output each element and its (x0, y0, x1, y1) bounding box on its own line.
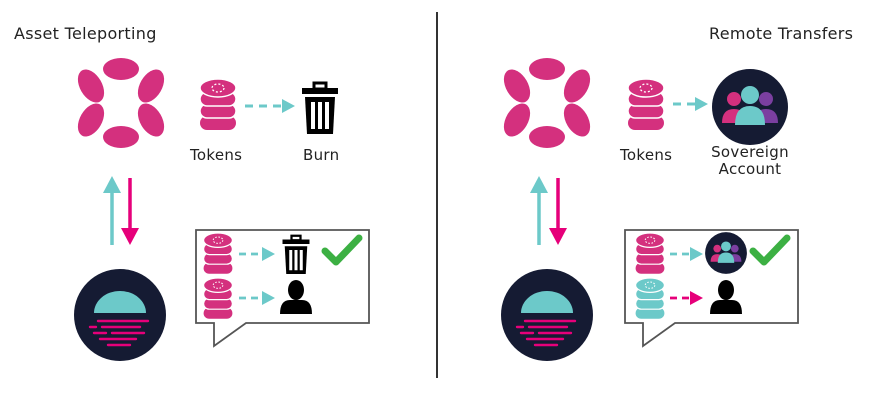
token-stack-icon (627, 78, 665, 131)
speech-bubble (195, 229, 370, 348)
trash-can-icon (281, 234, 311, 276)
parachain-logo-icon (72, 267, 168, 363)
token-stack-icon (634, 277, 666, 320)
burn-label: Burn (303, 146, 340, 164)
tokens-label: Tokens (190, 146, 243, 164)
down-arrow (121, 178, 139, 245)
down-arrow (549, 178, 567, 245)
dashed-arrow (670, 291, 703, 305)
left-panel-title: Asset Teleporting (14, 24, 157, 43)
right-panel-title: Remote Transfers (709, 24, 854, 43)
sovereign-label-line1: Sovereign (711, 143, 789, 161)
sovereign-account-label: Sovereign Account (700, 144, 800, 178)
tokens-label: Tokens (620, 146, 673, 164)
token-stack-icon (202, 232, 233, 275)
up-arrow (530, 176, 548, 245)
parachain-logo-icon (499, 267, 595, 363)
relay-chain-logo-icon (72, 58, 170, 148)
relay-chain-logo-icon (498, 58, 596, 148)
token-stack-icon (199, 78, 237, 131)
dashed-arrow (673, 97, 708, 111)
sovereign-account-icon (705, 232, 747, 274)
sovereign-label-line2: Account (718, 160, 782, 178)
dashed-arrow (239, 247, 275, 261)
trash-can-icon (300, 81, 340, 136)
token-stack-icon (634, 232, 666, 275)
up-arrow (103, 176, 121, 245)
dashed-arrow (245, 99, 295, 113)
dashed-arrow (670, 247, 703, 261)
sovereign-account-icon (712, 69, 788, 145)
token-stack-icon (203, 277, 233, 320)
speech-bubble (624, 229, 799, 348)
dashed-arrow (239, 291, 275, 305)
